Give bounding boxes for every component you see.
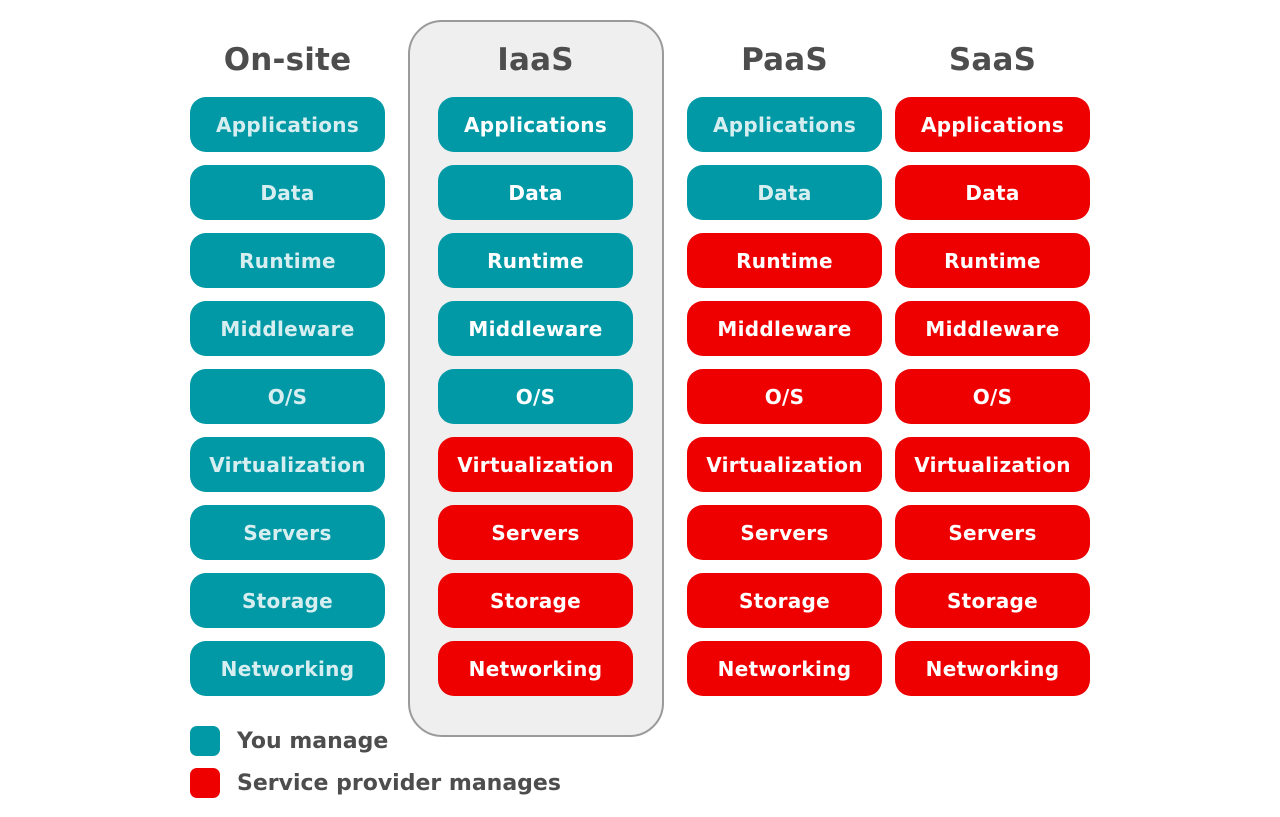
paas-cell-runtime: Runtime — [687, 233, 882, 288]
on-site-cell-o-s: O/S — [190, 369, 385, 424]
column-title-saas: SaaS — [948, 42, 1037, 78]
paas-cell-data: Data — [687, 165, 882, 220]
on-site-cell-data: Data — [190, 165, 385, 220]
iaas-cell-applications: Applications — [438, 97, 633, 152]
iaas-cell-o-s: O/S — [438, 369, 633, 424]
iaas-cell-data: Data — [438, 165, 633, 220]
legend-item-you-manage: You manage — [190, 726, 610, 756]
paas-cell-storage: Storage — [687, 573, 882, 628]
iaas-cell-virtualization: Virtualization — [438, 437, 633, 492]
iaas-cell-servers: Servers — [438, 505, 633, 560]
legend-item-provider-manages: Service provider manages — [190, 768, 610, 798]
on-site-cell-virtualization: Virtualization — [190, 437, 385, 492]
saas-cell-runtime: Runtime — [895, 233, 1090, 288]
saas-cell-servers: Servers — [895, 505, 1090, 560]
on-site-cell-applications: Applications — [190, 97, 385, 152]
legend-swatch-you-manage — [190, 726, 220, 756]
saas-cell-data: Data — [895, 165, 1090, 220]
iaas-cell-storage: Storage — [438, 573, 633, 628]
paas-cell-servers: Servers — [687, 505, 882, 560]
saas-cell-storage: Storage — [895, 573, 1090, 628]
iaas-cell-networking: Networking — [438, 641, 633, 696]
on-site-cell-networking: Networking — [190, 641, 385, 696]
column-title-paas: PaaS — [741, 42, 828, 78]
on-site-cell-servers: Servers — [190, 505, 385, 560]
saas-cell-virtualization: Virtualization — [895, 437, 1090, 492]
legend-label-provider-manages: Service provider manages — [237, 770, 561, 796]
paas-cell-middleware: Middleware — [687, 301, 882, 356]
on-site-cell-middleware: Middleware — [190, 301, 385, 356]
legend-swatch-provider-manages — [190, 768, 220, 798]
saas-cell-middleware: Middleware — [895, 301, 1090, 356]
column-title-on-site: On-site — [223, 42, 352, 78]
paas-cell-o-s: O/S — [687, 369, 882, 424]
on-site-cell-runtime: Runtime — [190, 233, 385, 288]
saas-cell-o-s: O/S — [895, 369, 1090, 424]
column-title-iaas: IaaS — [497, 42, 574, 78]
paas-cell-networking: Networking — [687, 641, 882, 696]
iaas-cell-middleware: Middleware — [438, 301, 633, 356]
legend-label-you-manage: You manage — [237, 728, 389, 754]
paas-cell-virtualization: Virtualization — [687, 437, 882, 492]
on-site-cell-storage: Storage — [190, 573, 385, 628]
iaas-cell-runtime: Runtime — [438, 233, 633, 288]
saas-cell-applications: Applications — [895, 97, 1090, 152]
saas-cell-networking: Networking — [895, 641, 1090, 696]
paas-cell-applications: Applications — [687, 97, 882, 152]
